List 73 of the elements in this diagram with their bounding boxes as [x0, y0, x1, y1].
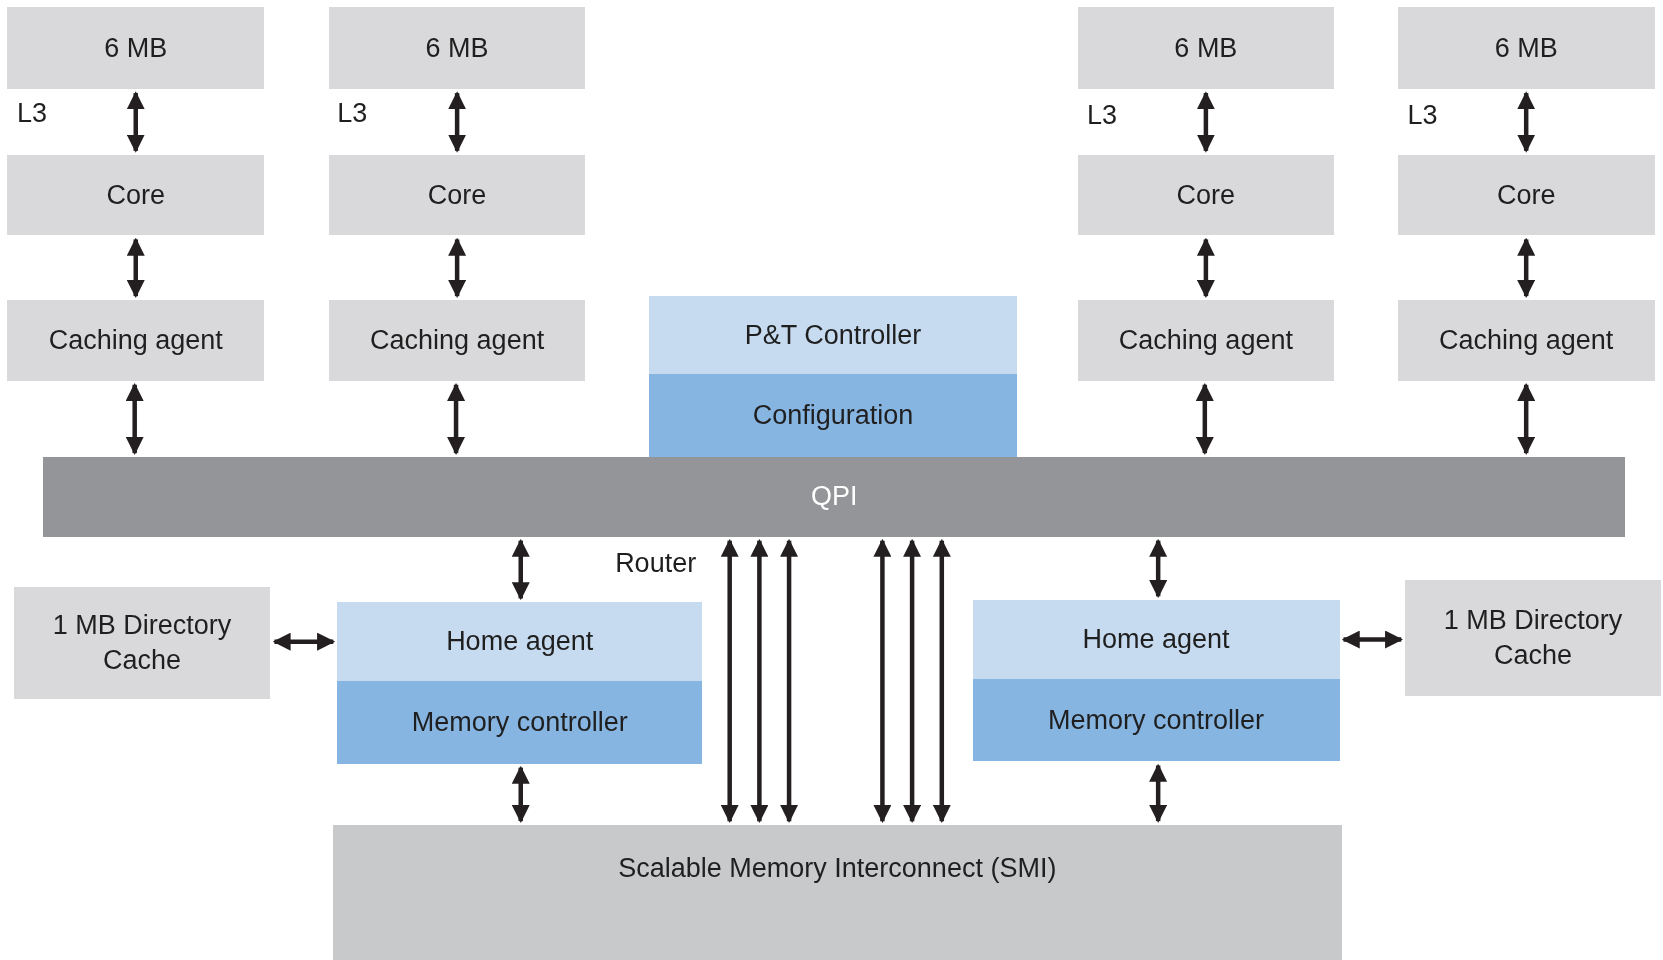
block: [1397, 154, 1655, 236]
double-arrow: [1341, 630, 1404, 649]
block: [1077, 300, 1335, 381]
double-arrow: [1149, 538, 1168, 599]
double-arrow: [720, 538, 739, 823]
block-label: QPI: [810, 480, 858, 514]
double-arrow: [1149, 763, 1168, 823]
block: [7, 300, 265, 381]
block: [649, 295, 1018, 375]
block-label: 6 MB: [1174, 31, 1238, 65]
block-label: 6 MB: [1494, 31, 1558, 65]
block: [328, 7, 586, 90]
double-arrow: [873, 538, 892, 823]
block: [1405, 580, 1661, 696]
double-arrow: [447, 382, 466, 455]
double-arrow: [1517, 382, 1536, 455]
block-label: Configuration: [752, 399, 914, 433]
block-label: 1 MB Directory Cache: [1442, 603, 1624, 672]
block-label: Caching agent: [1118, 323, 1293, 357]
block-label: Core: [1496, 178, 1556, 212]
double-arrow: [780, 538, 799, 823]
double-arrow: [448, 237, 467, 298]
block-label: Core: [1176, 178, 1236, 212]
block-label: Scalable Memory Interconnect (SMI): [618, 852, 1057, 886]
block: [7, 7, 265, 90]
double-arrow: [932, 538, 951, 823]
block-label: P&T Controller: [744, 318, 922, 352]
double-arrow: [1196, 237, 1215, 298]
double-arrow: [903, 538, 922, 823]
block-label: Caching agent: [370, 323, 545, 357]
block-label: Home agent: [446, 625, 594, 659]
block: [337, 680, 703, 764]
double-arrow: [511, 765, 530, 823]
block: [333, 825, 1342, 960]
block-label: 1 MB Directory Cache: [51, 608, 233, 677]
double-arrow: [126, 91, 145, 153]
text-label: L3: [1087, 99, 1118, 131]
text-label: L3: [337, 97, 368, 129]
block-label: Home agent: [1082, 622, 1230, 656]
block-label: Memory controller: [411, 705, 628, 739]
block-label: 6 MB: [425, 31, 489, 65]
text-label: L3: [16, 97, 47, 129]
block: [337, 602, 703, 681]
double-arrow: [448, 91, 467, 153]
block: [1397, 7, 1655, 90]
block-label: Core: [106, 178, 165, 212]
block: [1397, 300, 1655, 381]
block: [1077, 7, 1335, 90]
block-label: Core: [427, 178, 487, 212]
block-label: Caching agent: [48, 323, 223, 357]
double-arrow: [272, 632, 336, 651]
text-label: L3: [1407, 99, 1438, 131]
double-arrow: [125, 382, 144, 455]
double-arrow: [1517, 91, 1536, 153]
double-arrow: [1517, 237, 1536, 298]
block: [328, 300, 586, 381]
bus-bar: [43, 457, 1625, 537]
block: [13, 586, 271, 699]
block-label: Caching agent: [1439, 323, 1614, 357]
block: [649, 374, 1018, 458]
block: [7, 154, 265, 236]
double-arrow: [1195, 382, 1214, 455]
block-label: Memory controller: [1048, 703, 1265, 737]
double-arrow: [511, 538, 530, 601]
text-label: Router: [615, 548, 697, 580]
block: [972, 678, 1340, 762]
double-arrow: [126, 237, 145, 298]
block: [1077, 154, 1335, 236]
block: [328, 154, 586, 236]
block-label: 6 MB: [104, 31, 168, 65]
double-arrow: [750, 538, 769, 823]
block: [972, 600, 1340, 679]
double-arrow: [1196, 91, 1215, 153]
